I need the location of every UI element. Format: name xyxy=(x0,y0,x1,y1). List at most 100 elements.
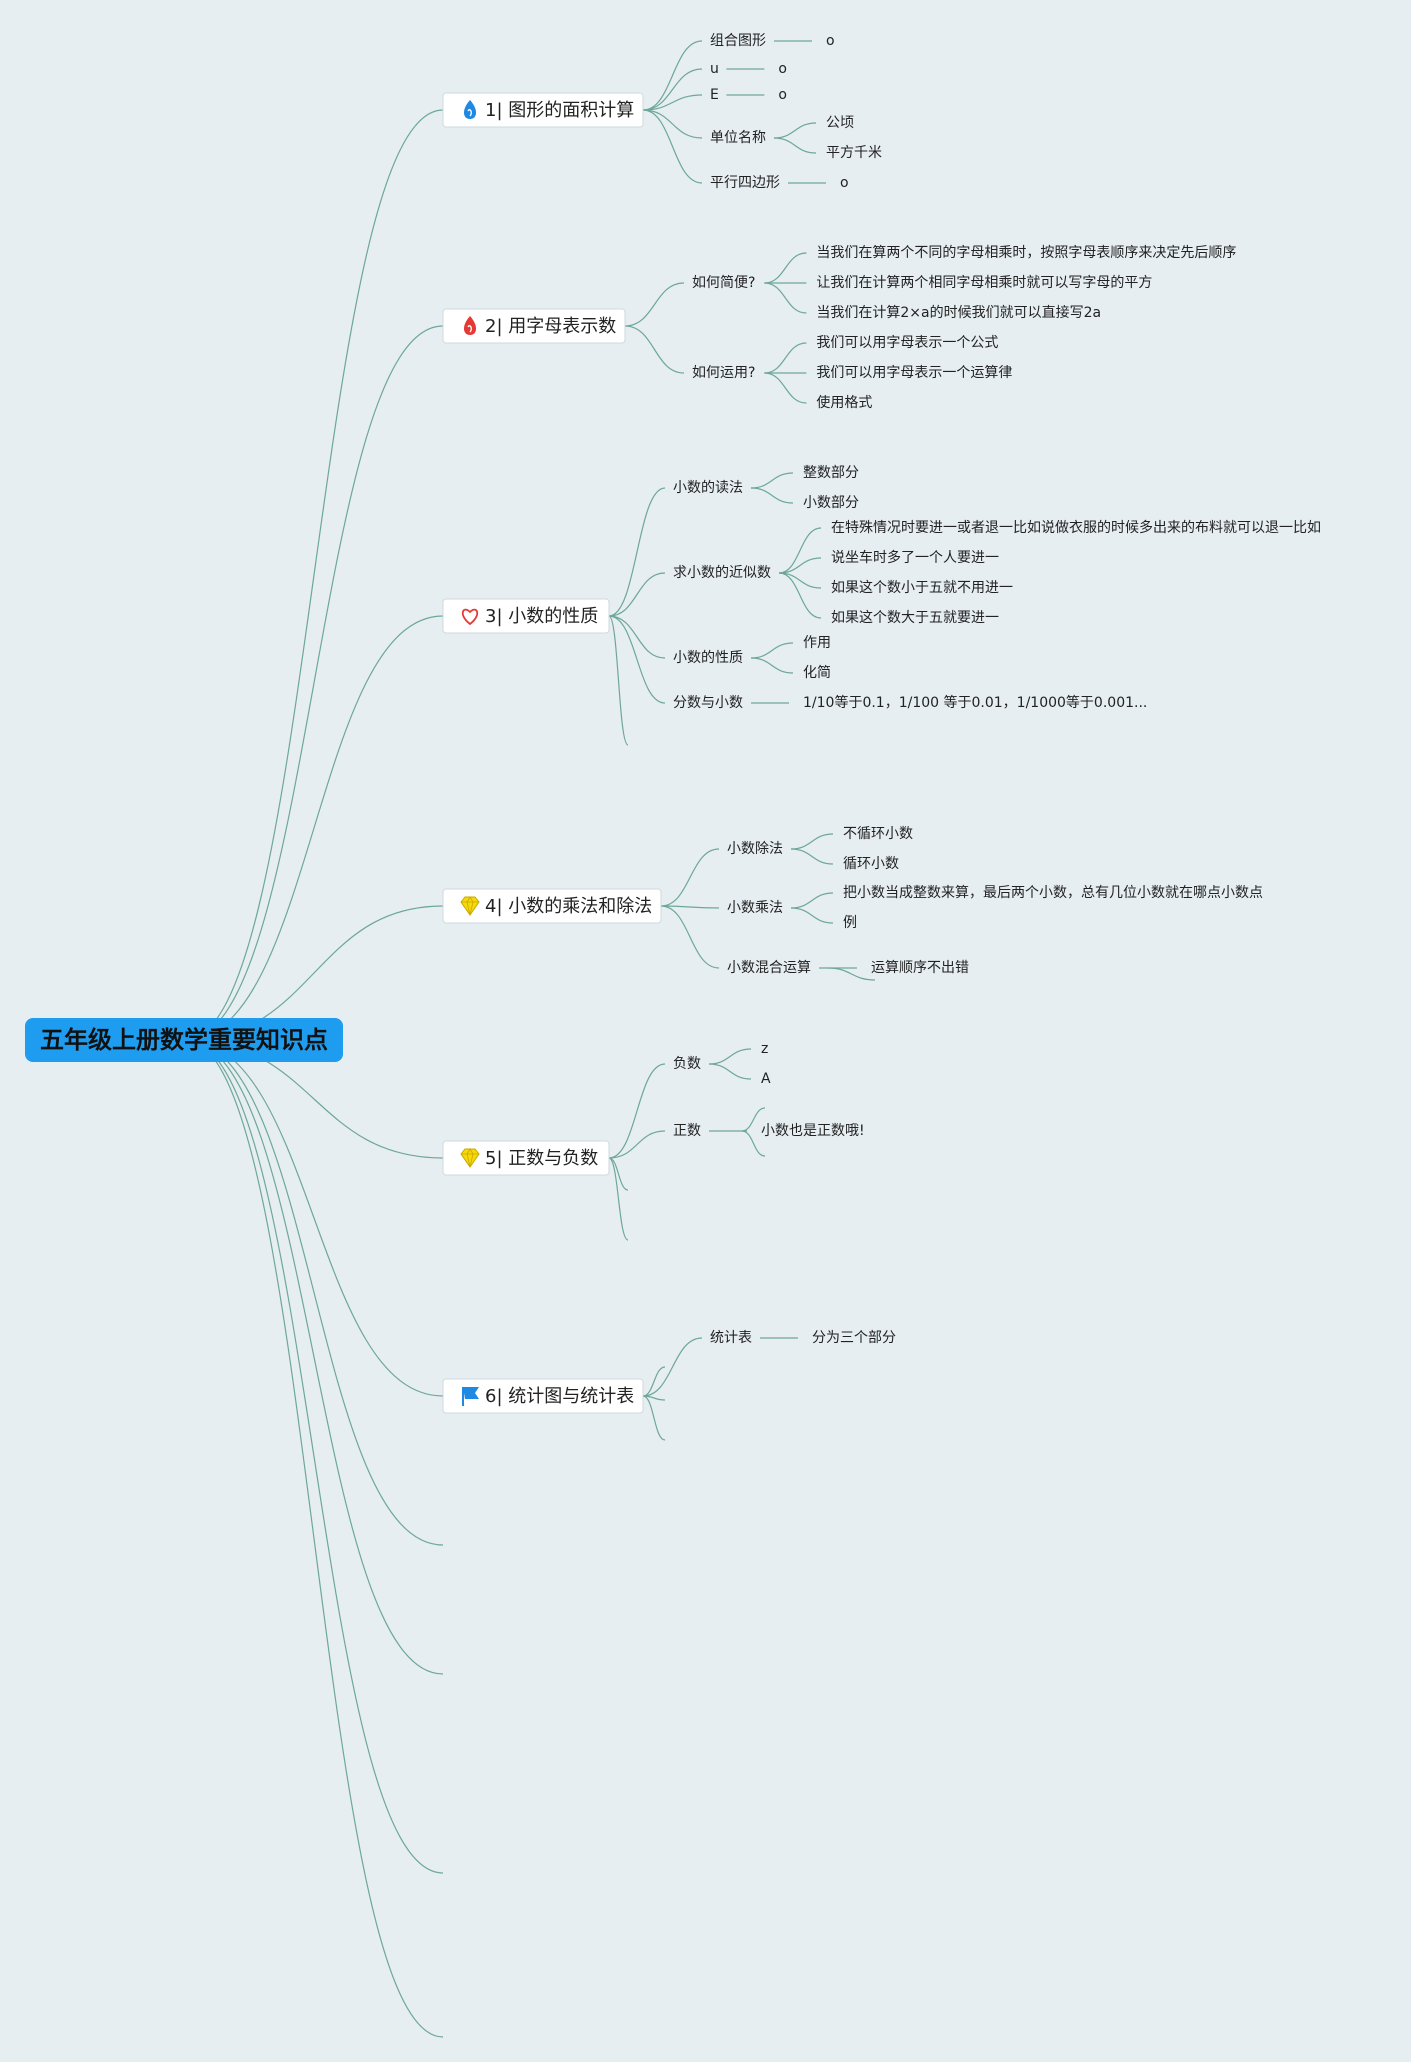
branch-node-4[interactable] xyxy=(442,888,662,924)
leaf-4-1-1[interactable]: 不循环小数 xyxy=(843,826,913,842)
branch-edge-3-2 xyxy=(608,572,666,617)
subtopic-2-1[interactable]: 如何简便? xyxy=(692,274,755,291)
root-label: 五年级上册数学重要知识点 xyxy=(40,1026,328,1054)
subtopic-1-5[interactable]: 平行四边形 xyxy=(710,175,780,191)
root-edge-empty-4 xyxy=(184,1039,444,2038)
leaf-2-2-1[interactable]: 我们可以用字母表示一个公式 xyxy=(816,335,998,351)
leaf-3-2-4[interactable]: 如果这个数大于五就要进一 xyxy=(831,609,999,626)
leaf-5-1-1[interactable]: z xyxy=(761,1041,768,1057)
branch-edge-4-3 xyxy=(660,905,720,969)
leaf-edge-3-3-2 xyxy=(750,657,794,674)
leaf-3-3-1[interactable]: 作用 xyxy=(803,635,831,651)
root-edge-6 xyxy=(184,1039,444,1397)
leaf-5-1-2[interactable]: A xyxy=(761,1071,771,1087)
leaf-edge-3-2-2 xyxy=(778,557,822,574)
heart-icon xyxy=(461,608,479,626)
leaf-3-2-2[interactable]: 说坐车时多了一个人要进一 xyxy=(831,549,999,566)
leaf-4-2-1[interactable]: 把小数当成整数来算，最后两个小数，总有几位小数就在哪点小数点 xyxy=(843,885,1263,901)
leaf-1-5-1[interactable]: o xyxy=(840,175,849,191)
leaf-edge-4-1-1 xyxy=(790,833,834,850)
subtopic-3-4[interactable]: 分数与小数 xyxy=(673,695,743,711)
empty-leaf-stub-5-2 xyxy=(741,1130,766,1157)
leaf-edge-3-3-1 xyxy=(750,642,794,659)
leaf-3-2-3[interactable]: 如果这个数小于五就不用进一 xyxy=(831,579,1013,596)
branch-node-3[interactable] xyxy=(442,598,610,634)
leaf-edge-2-1-3 xyxy=(764,282,807,314)
leaf-1-4-1[interactable]: 公顷 xyxy=(826,115,854,131)
subtopic-4-1[interactable]: 小数除法 xyxy=(727,841,783,857)
subtopic-5-2[interactable]: 正数 xyxy=(673,1123,701,1139)
branch-edge-1-2 xyxy=(642,68,703,111)
leaf-edge-3-2-4 xyxy=(778,572,822,619)
subtopic-1-4[interactable]: 单位名称 xyxy=(710,130,766,146)
branch-label-5: 5| 正数与负数 xyxy=(485,1148,598,1169)
leaf-2-1-1[interactable]: 当我们在算两个不同的字母相乘时，按照字母表顺序来决定先后顺序 xyxy=(816,245,1236,261)
branch-label-2: 2| 用字母表示数 xyxy=(485,316,616,337)
subtopic-2-2[interactable]: 如何运用? xyxy=(692,365,755,381)
leaf-3-3-2[interactable]: 化简 xyxy=(803,664,831,681)
leaf-edge-5-1-2 xyxy=(708,1063,752,1080)
subtopic-5-1[interactable]: 负数 xyxy=(673,1056,701,1072)
leaf-2-1-2[interactable]: 让我们在计算两个相同字母相乘时就可以写字母的平方 xyxy=(816,275,1152,291)
branch-edge-4-2 xyxy=(660,905,720,909)
empty-leaf-stub-4-3 xyxy=(827,967,876,981)
leaf-4-3-1[interactable]: 运算顺序不出错 xyxy=(871,960,969,976)
leaf-2-1-3[interactable]: 当我们在计算2×a的时候我们就可以直接写2a xyxy=(816,304,1101,321)
leaf-4-1-2[interactable]: 循环小数 xyxy=(843,856,899,872)
leaf-edge-1-4-2 xyxy=(773,137,817,154)
leaf-3-1-2[interactable]: 小数部分 xyxy=(803,495,859,511)
branch-node-1[interactable] xyxy=(442,92,644,128)
branch-node-6[interactable] xyxy=(442,1378,644,1414)
leaf-1-3-1[interactable]: o xyxy=(778,87,787,103)
subtopic-6-1[interactable]: 统计表 xyxy=(710,1330,752,1346)
empty-leaf-stub-5-2b xyxy=(741,1107,766,1132)
root-edge-1 xyxy=(184,109,444,1041)
flag-icon xyxy=(462,1387,479,1406)
leaf-1-1-1[interactable]: o xyxy=(826,33,835,49)
leaf-2-2-3[interactable]: 使用格式 xyxy=(816,394,872,411)
branch-edge-3-4 xyxy=(608,615,666,704)
branch-edge-6-1 xyxy=(642,1337,703,1397)
branch-edge-5-1 xyxy=(608,1063,666,1159)
branch-node-2[interactable] xyxy=(442,308,626,344)
subtopic-1-2[interactable]: u xyxy=(710,61,719,77)
branch-label-3: 3| 小数的性质 xyxy=(485,606,598,627)
root-node[interactable] xyxy=(25,1018,343,1062)
leaf-edge-2-2-3 xyxy=(764,372,807,404)
leaf-edge-3-1-2 xyxy=(750,487,794,504)
branch-label-4: 4| 小数的乘法和除法 xyxy=(485,896,652,917)
leaf-6-1-1[interactable]: 分为三个部分 xyxy=(812,1330,896,1346)
leaf-1-2-1[interactable]: o xyxy=(778,61,787,77)
leaf-edge-2-2-1 xyxy=(764,342,807,374)
root-edge-2 xyxy=(184,325,444,1041)
subtopic-1-3[interactable]: E xyxy=(710,87,719,103)
leaf-3-4-1[interactable]: 1/10等于0.1，1/100 等于0.01，1/1000等于0.001... xyxy=(803,694,1147,711)
leaf-4-2-2[interactable]: 例 xyxy=(843,915,857,931)
branch-edge-2-2 xyxy=(624,325,685,374)
subtopic-3-1[interactable]: 小数的读法 xyxy=(673,479,743,496)
branch-node-5[interactable] xyxy=(442,1140,610,1176)
leaf-1-4-2[interactable]: 平方千米 xyxy=(826,145,882,161)
leaf-3-2-1[interactable]: 在特殊情况时要进一或者退一比如说做衣服的时候多出来的布料就可以退一比如 xyxy=(831,519,1321,536)
branch-edge-1-5 xyxy=(642,109,703,184)
subtopic-4-3[interactable]: 小数混合运算 xyxy=(727,960,811,976)
root-edge-empty-3 xyxy=(184,1039,444,1874)
branch-edge-5-2 xyxy=(608,1130,666,1159)
empty-stub-3-1 xyxy=(608,615,629,746)
subtopic-3-2[interactable]: 求小数的近似数 xyxy=(673,565,771,581)
branch-edge-1-3 xyxy=(642,94,703,111)
fire-icon xyxy=(463,316,477,335)
subtopic-1-1[interactable]: 组合图形 xyxy=(710,33,766,49)
leaf-5-2-1[interactable]: 小数也是正数哦! xyxy=(761,1123,865,1139)
subtopic-3-3[interactable]: 小数的性质 xyxy=(673,650,743,666)
branch-label-1: 1| 图形的面积计算 xyxy=(485,100,634,121)
leaf-edge-3-2-1 xyxy=(778,527,822,574)
leaf-3-1-1[interactable]: 整数部分 xyxy=(803,465,859,481)
leaf-2-2-2[interactable]: 我们可以用字母表示一个运算律 xyxy=(816,365,1012,381)
branch-edge-2-1 xyxy=(624,282,685,327)
branch-edge-4-1 xyxy=(660,848,720,907)
diamond-icon xyxy=(460,1148,480,1168)
subtopic-4-2[interactable]: 小数乘法 xyxy=(727,900,783,916)
leaf-edge-2-1-1 xyxy=(764,252,807,284)
